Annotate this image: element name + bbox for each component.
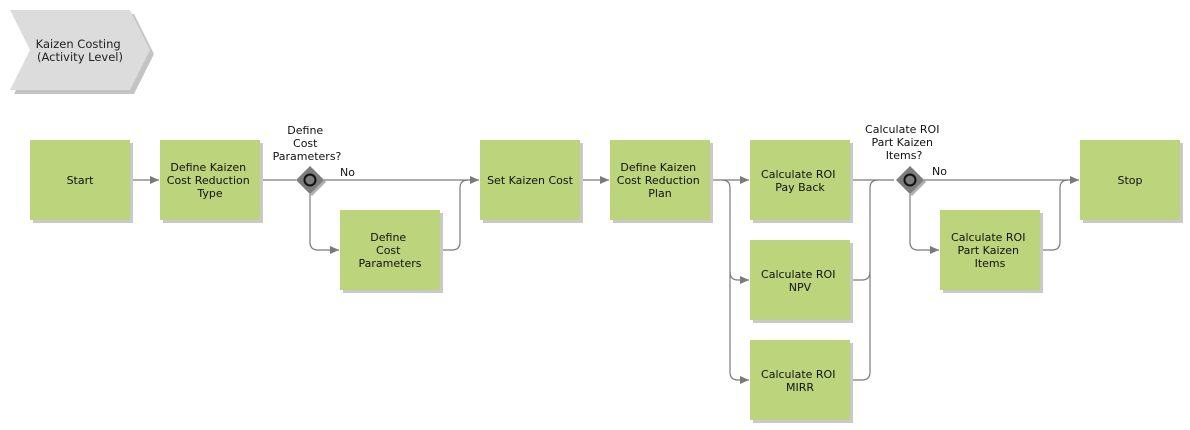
svg-text:Set Kaizen Cost: Set Kaizen Cost bbox=[487, 174, 574, 187]
gateway2-no-label: No bbox=[932, 165, 947, 178]
activity-box bbox=[480, 140, 580, 220]
activity-roi-npv-line2: NPV bbox=[789, 281, 812, 294]
gateway1-question-line3: Parameters? bbox=[273, 150, 342, 163]
chevron-shape bbox=[10, 10, 150, 90]
edge-roi-part-to-stop bbox=[1040, 179, 1069, 251]
activity-roi-part[interactable]: Calculate ROI Part Kaizen Items bbox=[940, 210, 1043, 293]
activity-set-cost[interactable]: Set Kaizen Cost bbox=[480, 140, 583, 223]
connectors bbox=[130, 176, 1079, 384]
gateway2-question-line3: Items? bbox=[886, 149, 923, 162]
activity-box bbox=[750, 140, 850, 220]
activity-box bbox=[30, 140, 130, 220]
activity-define-params[interactable]: Define Cost Parameters bbox=[340, 210, 443, 293]
gateway-define-cost-parameters[interactable] bbox=[296, 166, 326, 196]
activity-stop-line1: Stop bbox=[1117, 174, 1142, 187]
activity-start[interactable]: Start bbox=[30, 140, 133, 223]
activity-roi-npv-line1: Calculate ROI bbox=[761, 268, 835, 281]
gateway-calculate-roi-part-items[interactable] bbox=[896, 166, 926, 196]
edge-roi-npv-to-gateway2 bbox=[850, 179, 879, 281]
activity-roi-mirr-line2: MIRR bbox=[786, 381, 814, 394]
activity-roi-payback[interactable]: Calculate ROI Pay Back bbox=[750, 140, 853, 223]
activity-define-type[interactable]: Define Kaizen Cost Reduction Type bbox=[160, 140, 263, 223]
activity-roi-mirr-line1: Calculate ROI bbox=[761, 368, 835, 381]
activity-define-type-line1: Define Kaizen bbox=[170, 161, 246, 174]
svg-text:Define Kaizen Cost Reduc: Define Kaizen Cost Reduction Plan bbox=[617, 161, 703, 200]
edge-define-plan-to-roi-npv bbox=[721, 179, 749, 284]
svg-text:Stop: Stop bbox=[1117, 174, 1142, 187]
gateway1-question-line1: Define bbox=[287, 124, 323, 137]
process-title-line1: Kaizen Costing bbox=[36, 37, 121, 51]
activity-define-plan-line1: Define Kaizen bbox=[620, 161, 696, 174]
activity-define-params-line1: Define bbox=[370, 231, 406, 244]
svg-text:Calculate ROI Part Kaize: Calculate ROI Part Kaizen Items bbox=[951, 231, 1029, 270]
activity-set-cost-line1: Set Kaizen Cost bbox=[487, 174, 574, 187]
edge-define-plan-to-roi-mirr bbox=[729, 272, 749, 384]
activity-box bbox=[160, 140, 260, 220]
activity-roi-part-line2: Part Kaizen bbox=[957, 244, 1019, 257]
gateway2-question-line2: Part Kaizen bbox=[871, 136, 933, 149]
activity-box bbox=[940, 210, 1040, 290]
activity-define-plan[interactable]: Define Kaizen Cost Reduction Plan bbox=[610, 140, 713, 223]
gateway-define-cost-parameters-question: Define Cost Parameters? bbox=[273, 124, 342, 163]
activity-define-type-line2: Cost Reduction bbox=[167, 174, 250, 187]
gateway2-question-line1: Calculate ROI bbox=[865, 123, 939, 136]
activity-define-params-line3: Parameters bbox=[359, 257, 422, 270]
svg-text:Define Cost Parame: Define Cost Parameters bbox=[359, 231, 422, 270]
svg-text:Start: Start bbox=[67, 174, 95, 187]
activity-define-params-line2: Cost bbox=[376, 244, 401, 257]
edge-gateway1-to-define-params bbox=[309, 194, 339, 254]
activity-roi-part-line1: Calculate ROI bbox=[951, 231, 1025, 244]
activity-roi-mirr[interactable]: Calculate ROI MIRR bbox=[750, 340, 853, 423]
activity-roi-payback-line2: Pay Back bbox=[775, 181, 825, 194]
activity-roi-npv[interactable]: Calculate ROI NPV bbox=[750, 240, 853, 323]
gateway-calculate-roi-part-items-question: Calculate ROI Part Kaizen Items? bbox=[865, 123, 943, 162]
activity-start-line1: Start bbox=[67, 174, 95, 187]
activity-box bbox=[610, 140, 710, 220]
gateway-diamond-icon bbox=[296, 166, 324, 194]
process-title-chevron: Kaizen Costing (Activity Level) bbox=[10, 10, 154, 94]
gateway-diamond-icon bbox=[896, 166, 924, 194]
activity-roi-part-line3: Items bbox=[975, 257, 1006, 270]
gateway-circle-icon bbox=[903, 173, 917, 187]
activity-box bbox=[1080, 140, 1180, 220]
gateway1-no-label: No bbox=[340, 166, 355, 179]
svg-text:Calculate ROI Pay Back: Calculate ROI Pay Back bbox=[761, 168, 839, 194]
gateway1-question-line2: Cost bbox=[293, 137, 318, 150]
svg-text:Calculate ROI MIRR: Calculate ROI MIRR bbox=[761, 368, 839, 394]
edge-roi-mirr-to-gateway2 bbox=[850, 272, 871, 381]
gateway-circle-icon bbox=[303, 173, 317, 187]
edge-gateway2-to-roi-part bbox=[909, 194, 939, 254]
activity-box bbox=[750, 340, 850, 420]
edge-define-params-to-set-cost bbox=[440, 179, 469, 251]
activity-roi-payback-line1: Calculate ROI bbox=[761, 168, 835, 181]
activity-box bbox=[750, 240, 850, 320]
activity-stop[interactable]: Stop bbox=[1080, 140, 1183, 223]
process-title: Kaizen Costing (Activity Level) bbox=[36, 37, 125, 64]
activity-define-plan-line3: Plan bbox=[648, 187, 671, 200]
svg-text:Calculate ROI NPV: Calculate ROI NPV bbox=[761, 268, 839, 294]
process-title-line2: (Activity Level) bbox=[37, 50, 123, 64]
svg-text:Define Kaizen Cost Reduc: Define Kaizen Cost Reduction Type bbox=[167, 161, 253, 200]
activity-define-plan-line2: Cost Reduction bbox=[617, 174, 700, 187]
activity-box bbox=[340, 210, 440, 290]
activity-define-type-line3: Type bbox=[196, 187, 222, 200]
